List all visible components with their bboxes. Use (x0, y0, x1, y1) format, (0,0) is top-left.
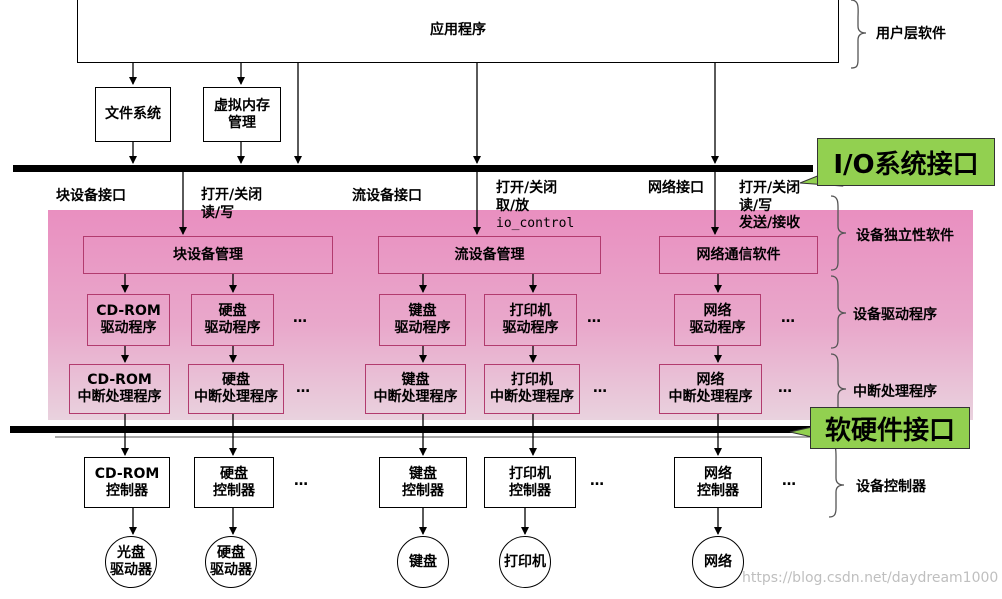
controller-ellipsis-3: … (782, 473, 796, 489)
brace-independent (830, 195, 847, 271)
interrupt-ellipsis-3: … (778, 380, 792, 396)
application-box: 应用程序 (77, 0, 839, 63)
brace-driver (830, 275, 847, 349)
kernel-io-region (48, 210, 973, 420)
layer-label-controller: 设备控制器 (856, 479, 926, 495)
device-printer: 打印机 (499, 536, 551, 588)
device-harddisk: 硬盘 驱动器 (205, 536, 257, 588)
device-cdrom: 光盘 驱动器 (105, 536, 157, 588)
brace-user (850, 0, 867, 69)
controller-ellipsis-2: … (590, 473, 604, 489)
controller-cdrom-box: CD-ROM 控制器 (84, 457, 170, 508)
interrupt-network-box: 网络 中断处理程序 (659, 364, 762, 414)
net-interface-ops: 打开/关闭 读/写 (739, 180, 801, 214)
driver-cdrom-box: CD-ROM 驱动程序 (87, 294, 170, 346)
controller-keyboard-box: 键盘 控制器 (379, 457, 467, 508)
layer-label-independent: 设备独立性软件 (856, 228, 954, 244)
block-interface-ops: 打开/关闭 读/写 (201, 187, 263, 221)
controller-printer-box: 打印机 控制器 (484, 457, 576, 508)
io-interface-label: I/O系统接口 (817, 138, 995, 186)
driver-ellipsis-2: … (587, 310, 601, 326)
interrupt-keyboard-box: 键盘 中断处理程序 (365, 364, 466, 414)
stream-io-control: io_control (496, 216, 575, 231)
net-interface-label: 网络接口 (648, 180, 704, 196)
driver-network-box: 网络 驱动程序 (674, 294, 761, 346)
controller-network-box: 网络 控制器 (674, 457, 762, 508)
driver-ellipsis-1: … (293, 310, 307, 326)
layer-label-user: 用户层软件 (876, 26, 946, 42)
interrupt-ellipsis-2: … (593, 380, 607, 396)
driver-ellipsis-3: … (781, 310, 795, 326)
interrupt-printer-box: 打印机 中断处理程序 (484, 364, 580, 414)
driver-harddisk-box: 硬盘 驱动程序 (191, 294, 274, 346)
device-keyboard: 键盘 (397, 536, 449, 588)
block-interface-label: 块设备接口 (56, 188, 126, 204)
stream-device-mgmt-box: 流设备管理 (378, 236, 601, 274)
block-device-mgmt-box: 块设备管理 (83, 236, 333, 274)
io-interface-bar (13, 165, 813, 172)
interrupt-ellipsis-1: … (296, 380, 310, 396)
stream-interface-label: 流设备接口 (352, 188, 422, 204)
controller-ellipsis-1: … (294, 473, 308, 489)
layer-label-interrupt: 中断处理程序 (853, 384, 937, 400)
hw-interface-label: 软硬件接口 (810, 407, 970, 449)
watermark: https://blog.csdn.net/daydream1000 (742, 570, 999, 586)
layer-label-driver: 设备驱动程序 (853, 307, 937, 323)
stream-interface-ops: 打开/关闭 取/放 (496, 180, 558, 214)
device-network: 网络 (692, 536, 744, 588)
controller-harddisk-box: 硬盘 控制器 (194, 457, 274, 508)
network-software-box: 网络通信软件 (659, 236, 818, 274)
interrupt-cdrom-box: CD-ROM 中断处理程序 (69, 364, 170, 414)
file-system-box: 文件系统 (95, 87, 171, 142)
virtual-memory-box: 虚拟内存 管理 (203, 87, 281, 142)
brace-controller (828, 441, 845, 518)
net-interface-send: 发送/接收 (739, 215, 801, 231)
driver-printer-box: 打印机 驱动程序 (484, 294, 577, 346)
interrupt-harddisk-box: 硬盘 中断处理程序 (188, 364, 284, 414)
driver-keyboard-box: 键盘 驱动程序 (379, 294, 466, 346)
hw-interface-bar (10, 426, 813, 433)
